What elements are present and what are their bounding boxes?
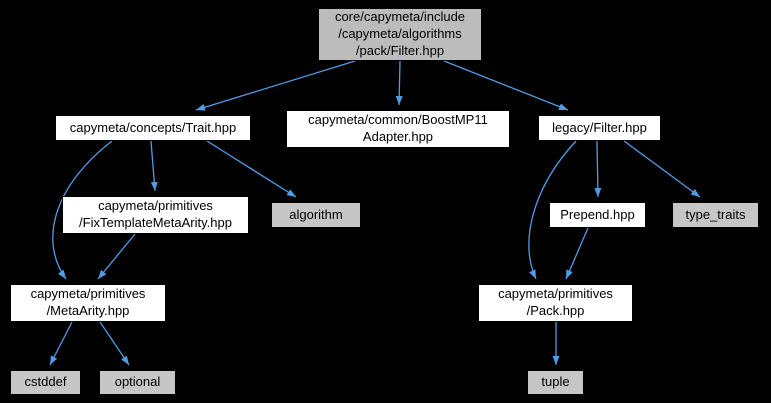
edge-prepend-pack bbox=[565, 227, 589, 280]
edge-trait-algorithm bbox=[206, 140, 297, 198]
edge-legacy-pack bbox=[528, 140, 577, 280]
graph-node-trait[interactable]: capymeta/concepts/Trait.hpp bbox=[55, 115, 251, 141]
edge-metaarity-optional bbox=[99, 321, 130, 366]
edge-root-legacy-filter bbox=[443, 60, 569, 111]
edge-trait-metaarity bbox=[52, 140, 113, 280]
graph-node-type-traits: type_traits bbox=[672, 202, 759, 228]
edge-metaarity-cstddef bbox=[49, 321, 73, 366]
edge-root-trait bbox=[195, 60, 356, 111]
graph-node-fixtemplatemetaarity[interactable]: capymeta/primitives /FixTemplateMetaArit… bbox=[62, 196, 249, 234]
graph-node-algorithm: algorithm bbox=[271, 202, 361, 228]
graph-node-legacy-filter[interactable]: legacy/Filter.hpp bbox=[538, 115, 661, 141]
graph-node-optional: optional bbox=[99, 370, 176, 395]
graph-node-boostmp11-adapter[interactable]: capymeta/common/BoostMP11 Adapter.hpp bbox=[286, 110, 510, 148]
graph-node-cstddef: cstddef bbox=[10, 370, 81, 395]
graph-node-pack[interactable]: capymeta/primitives /Pack.hpp bbox=[478, 284, 633, 322]
edge-legacy-prepend bbox=[594, 140, 602, 198]
graph-node-prepend[interactable]: Prepend.hpp bbox=[549, 202, 646, 228]
graph-node-metaarity[interactable]: capymeta/primitives /MetaArity.hpp bbox=[10, 284, 166, 322]
graph-node-root: core/capymeta/include /capymeta/algorith… bbox=[318, 8, 482, 61]
graph-node-tuple: tuple bbox=[527, 370, 584, 395]
edge-legacy-type-traits bbox=[623, 140, 701, 198]
edge-root-boostmp11 bbox=[395, 60, 403, 106]
edge-fixtemplate-metaarity bbox=[97, 233, 136, 280]
edge-trait-fixtemplate bbox=[150, 140, 158, 192]
